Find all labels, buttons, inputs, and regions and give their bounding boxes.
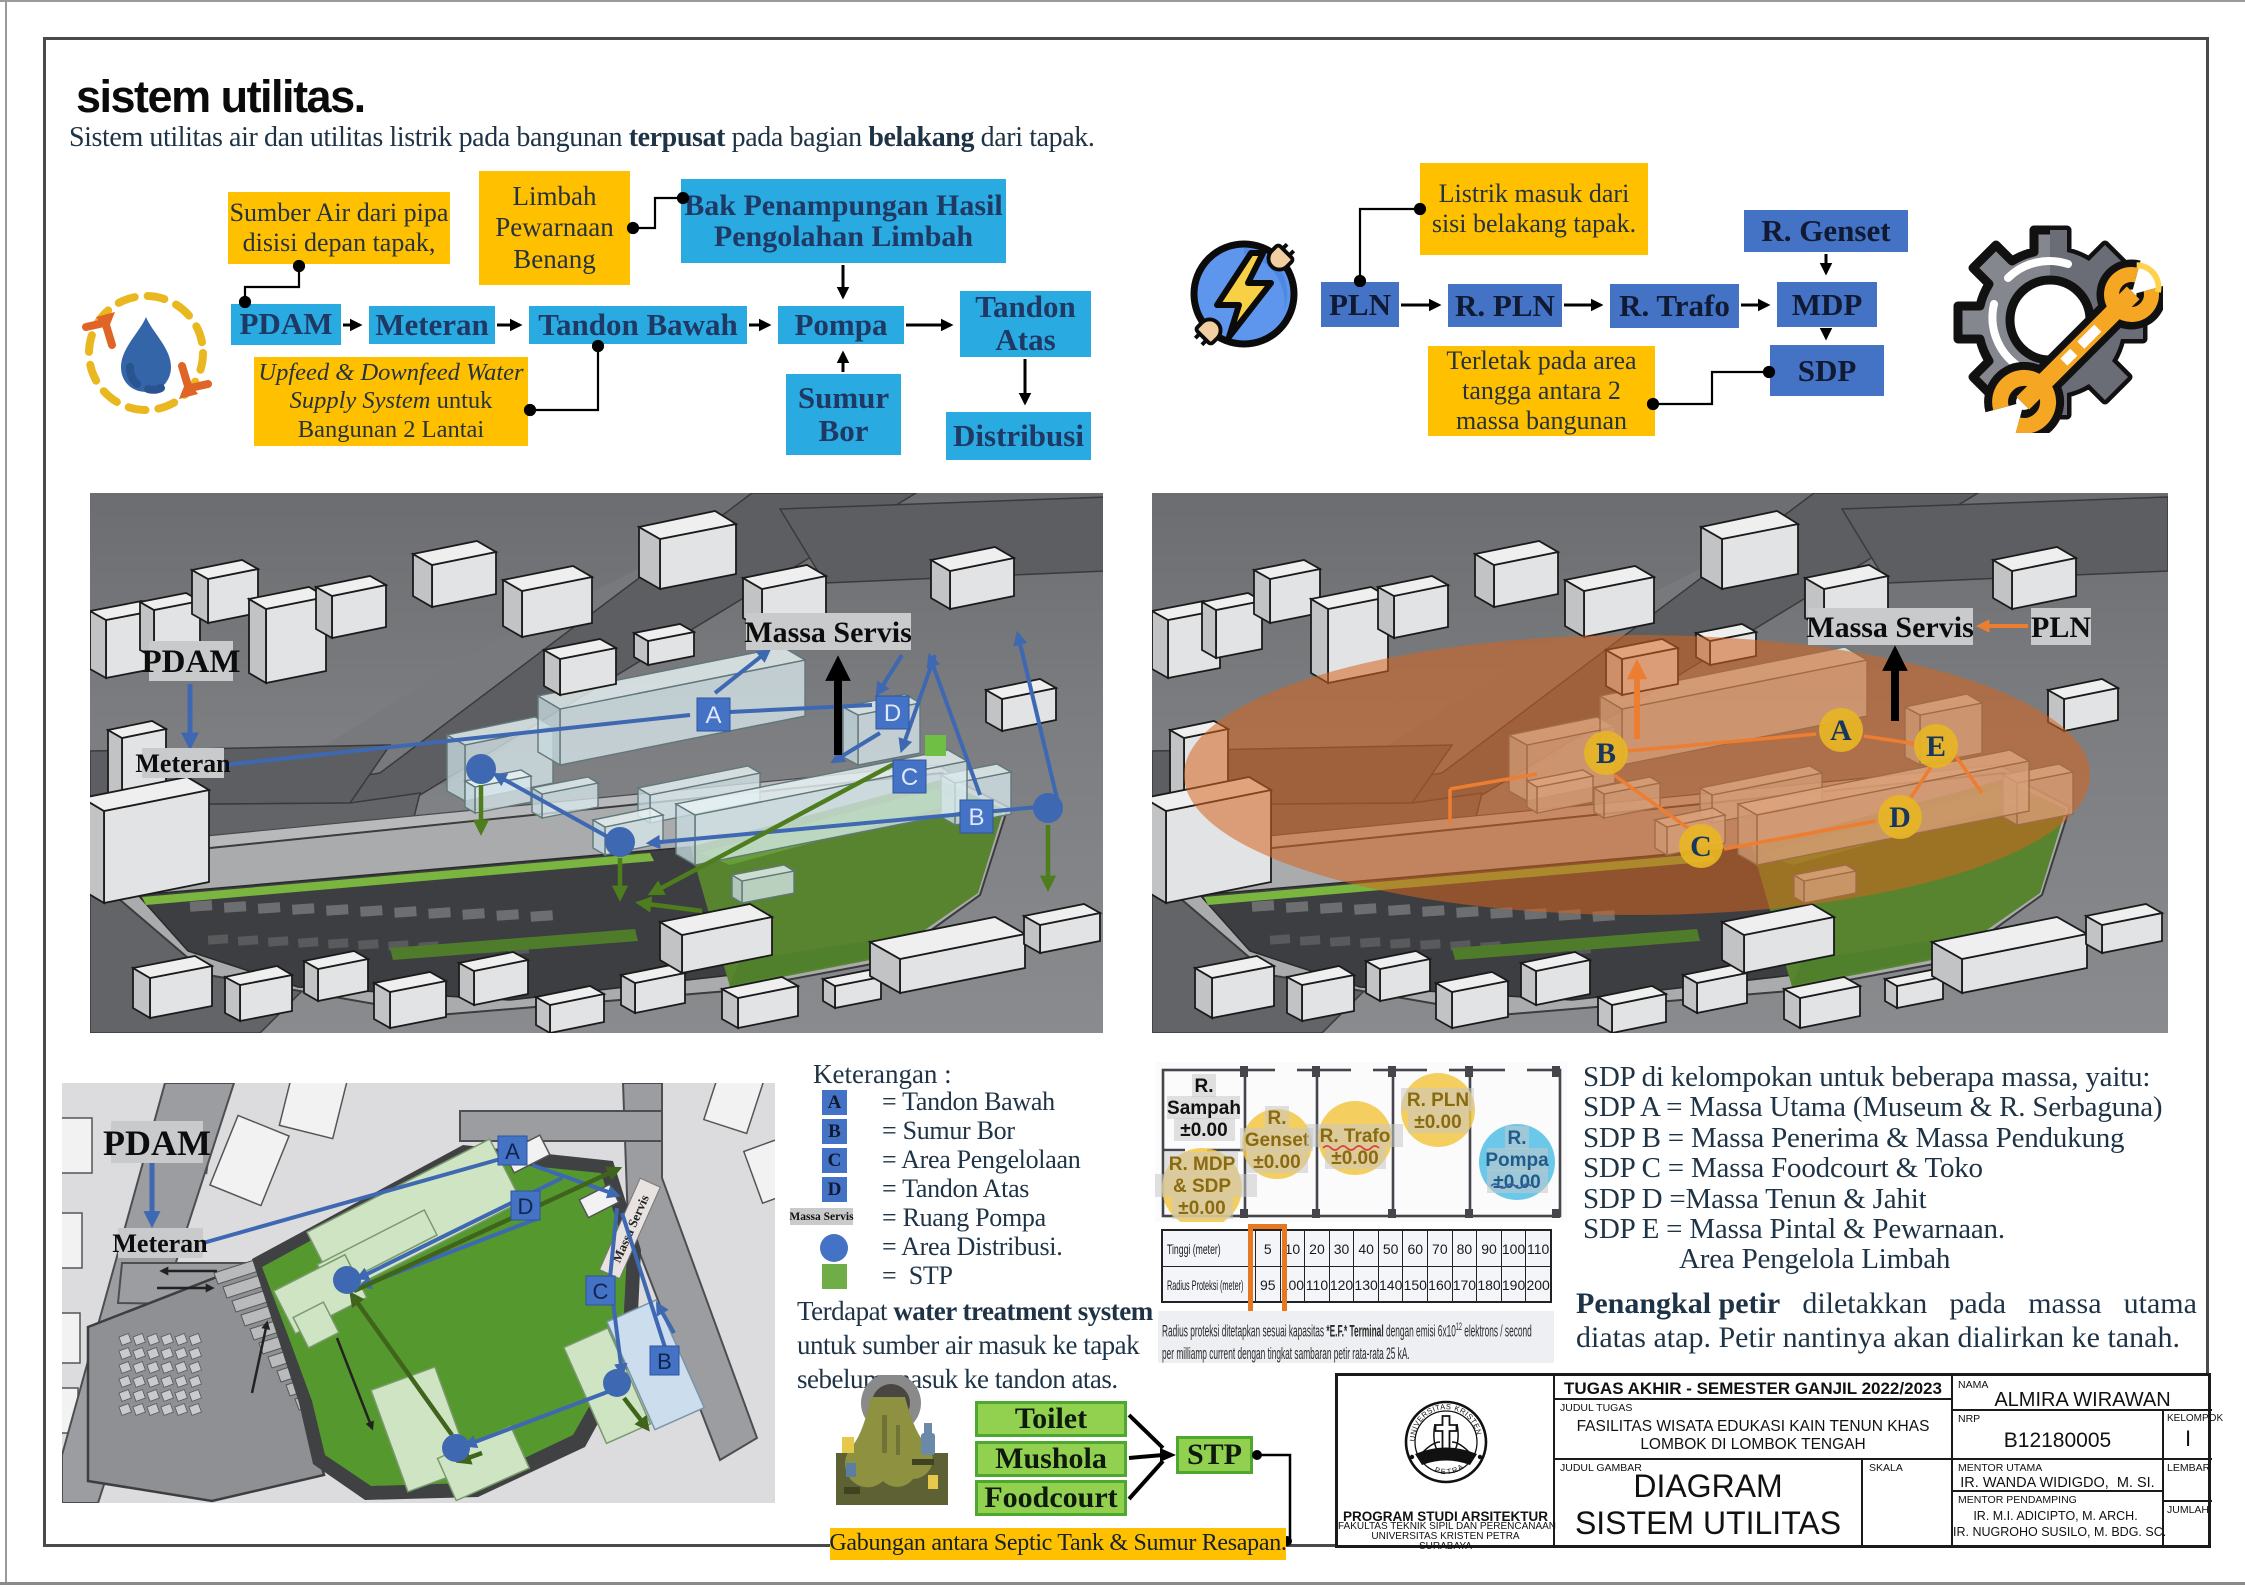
svg-text:PDAM: PDAM — [142, 644, 241, 680]
svg-text:PLN: PLN — [2031, 611, 2091, 644]
svg-text:D: D — [1889, 801, 1911, 834]
svg-text:& SDP: & SDP — [1173, 1176, 1231, 1197]
svg-text:B: B — [657, 1349, 672, 1374]
svg-text:A: A — [705, 702, 721, 729]
svg-text:±0.00: ±0.00 — [1253, 1152, 1300, 1173]
svg-text:R.: R. — [1195, 1076, 1214, 1097]
svg-text:PDAM: PDAM — [103, 1123, 211, 1163]
svg-text:D: D — [518, 1194, 534, 1219]
svg-text:Meteran: Meteran — [112, 1229, 208, 1258]
svg-text:B: B — [968, 804, 984, 831]
svg-text:Meteran: Meteran — [135, 749, 231, 778]
svg-text:E: E — [1926, 730, 1946, 763]
svg-text:R.: R. — [1268, 1108, 1287, 1129]
svg-text:Massa Servis: Massa Servis — [1806, 611, 1974, 644]
svg-text:R.: R. — [1508, 1128, 1527, 1149]
svg-text:Genset: Genset — [1245, 1130, 1310, 1151]
svg-text:R. PLN: R. PLN — [1407, 1090, 1469, 1111]
svg-text:C: C — [901, 764, 918, 791]
svg-text:R. Trafo: R. Trafo — [1320, 1126, 1391, 1147]
svg-text:R. MDP: R. MDP — [1169, 1154, 1236, 1175]
svg-text:A: A — [505, 1139, 520, 1164]
svg-text:±0.00: ±0.00 — [1493, 1172, 1540, 1193]
svg-text:Sampah: Sampah — [1167, 1098, 1241, 1119]
svg-text:Pompa: Pompa — [1485, 1150, 1549, 1171]
svg-text:±0.00: ±0.00 — [1414, 1112, 1461, 1133]
svg-text:±0.00: ±0.00 — [1180, 1120, 1227, 1141]
svg-text:C: C — [593, 1279, 609, 1304]
svg-text:Massa Servis: Massa Servis — [744, 616, 912, 649]
svg-text:C: C — [1690, 830, 1712, 863]
svg-text:±0.00: ±0.00 — [1178, 1198, 1225, 1219]
svg-text:A: A — [1830, 714, 1852, 747]
svg-text:D: D — [884, 700, 901, 727]
svg-text:B: B — [1596, 737, 1616, 770]
svg-text:±0.00: ±0.00 — [1331, 1148, 1378, 1169]
